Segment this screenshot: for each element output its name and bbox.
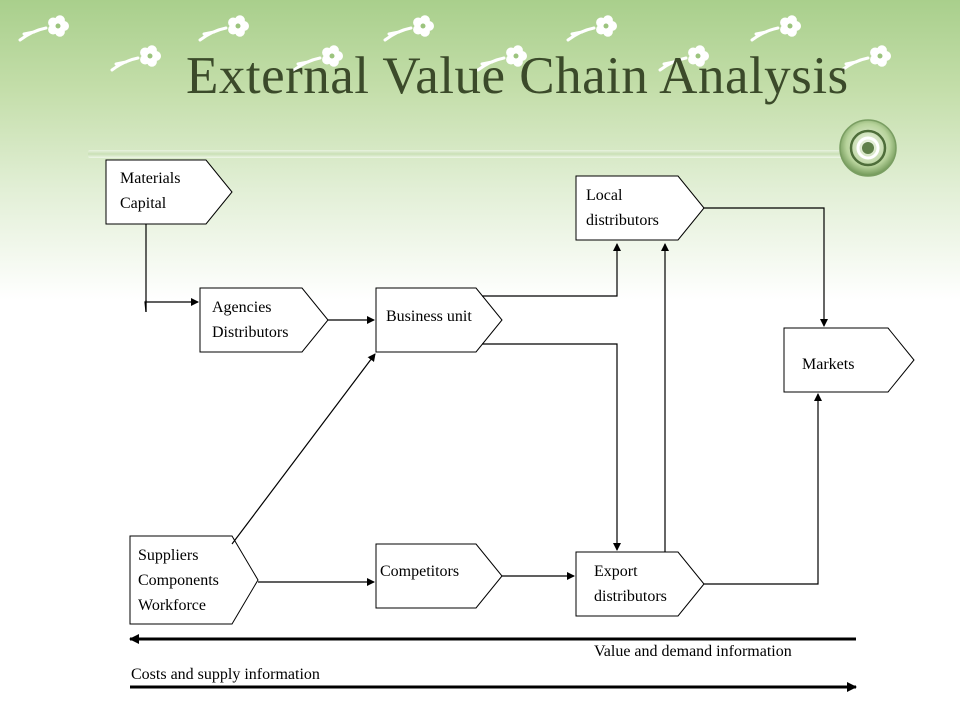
suppliers-box (129, 535, 259, 625)
materials-label-line1: Materials (120, 170, 181, 187)
business-unit-label: Business unit (386, 304, 472, 329)
flower-icon (383, 15, 434, 42)
flower-icon (566, 15, 617, 42)
suppliers-label-line2: Components (138, 572, 219, 589)
suppliers-label-line3: Workforce (138, 597, 207, 614)
business-unit-box (375, 287, 503, 353)
value-demand-label: Value and demand information (594, 643, 792, 660)
flower-icon (18, 15, 69, 42)
business-to-local-arrow (482, 243, 621, 297)
flower-icon (198, 15, 249, 42)
export-to-markets-arrow (704, 393, 822, 585)
local-to-markets-arrow (704, 207, 828, 327)
flower-icon (840, 45, 891, 72)
flower-icon (292, 45, 343, 72)
decor-layer (18, 15, 891, 72)
agencies-label-line2: Distributors (212, 324, 289, 341)
suppliers-label: Suppliers Components Workforce (138, 543, 219, 618)
flower-icon (110, 45, 161, 72)
export-label-line2: distributors (594, 588, 667, 605)
markets-box (783, 327, 915, 393)
local-label-line1: Local (586, 187, 623, 204)
cost-supply-label: Costs and supply information (131, 666, 320, 683)
business-unit-label-line1: Business unit (386, 308, 472, 325)
business-to-export-arrow (482, 343, 621, 551)
local-label-line2: distributors (586, 212, 659, 229)
local-distributors-label: Local distributors (586, 183, 659, 233)
agencies-label-line1: Agencies (212, 299, 272, 316)
flower-icon (658, 45, 709, 72)
materials-label: Materials Capital (120, 166, 180, 216)
export-distributors-label: Export distributors (594, 559, 667, 609)
materials-to-agencies-arrow (144, 224, 199, 313)
flower-icon (476, 45, 527, 72)
export-distributors-box (575, 551, 705, 617)
markets-label: Markets (802, 352, 854, 377)
suppliers-label-line1: Suppliers (138, 547, 199, 564)
local-distributors-box (575, 175, 705, 241)
competitors-label-line1: Competitors (380, 563, 460, 580)
title-divider (88, 150, 848, 158)
competitors-box (375, 543, 503, 609)
markets-label-line1: Markets (802, 356, 855, 373)
materials-box (105, 159, 233, 225)
agencies-label: Agencies Distributors (212, 295, 288, 345)
export-label-line1: Export (594, 563, 638, 580)
knot-emblem-icon (839, 119, 897, 177)
agencies-box (199, 287, 329, 353)
suppliers-to-business-arrow (231, 353, 376, 545)
flower-icon (750, 15, 801, 42)
materials-label-line2: Capital (120, 195, 167, 212)
competitors-label: Competitors (380, 559, 459, 584)
page-title: External Value Chain Analysis (186, 47, 849, 105)
